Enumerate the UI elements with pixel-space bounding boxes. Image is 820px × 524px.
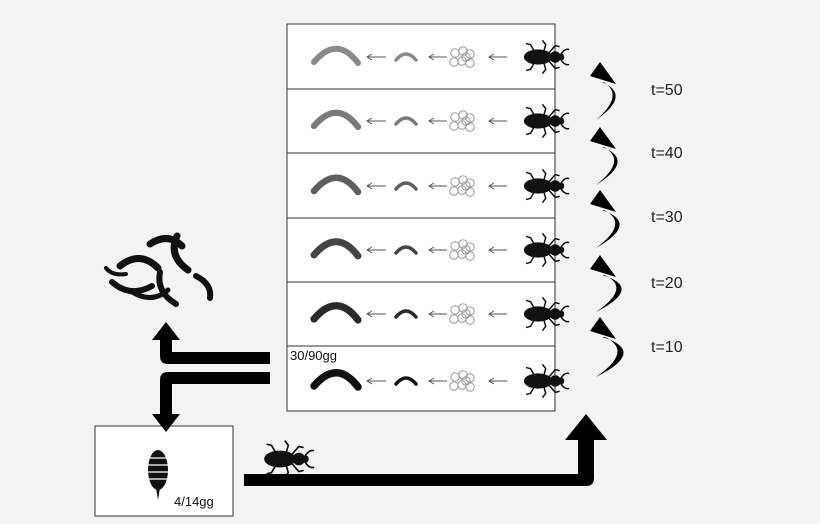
adult-beetle-icon — [264, 441, 313, 477]
larvae-cluster-icon — [106, 236, 210, 304]
stack-box-label: 30/90gg — [290, 348, 337, 363]
transfer-arrows — [590, 62, 624, 377]
adult-beetle-icon — [524, 41, 569, 73]
time-label-40: t=40 — [651, 145, 683, 162]
generation-arrow — [590, 255, 622, 312]
generation-arrow — [590, 127, 618, 185]
time-label-50: t=50 — [651, 82, 683, 99]
time-labels: t=50 t=40 t=30 t=20 t=10 — [651, 82, 683, 356]
adult-beetle-icon — [524, 170, 569, 202]
adult-beetle-icon — [524, 234, 569, 266]
generation-arrow — [590, 317, 624, 377]
time-label-20: t=20 — [651, 275, 683, 292]
adult-beetle-icon — [524, 298, 569, 330]
adult-beetle-icon — [524, 365, 569, 397]
bottom-arrow — [244, 414, 607, 486]
split-arrow — [152, 322, 270, 432]
generation-arrow — [590, 190, 620, 248]
time-label-30: t=30 — [651, 209, 683, 226]
adult-beetle-icon — [524, 105, 569, 137]
generation-arrow — [590, 62, 616, 120]
time-label-10: t=10 — [651, 339, 683, 356]
small-box-label: 4/14gg — [174, 494, 214, 509]
